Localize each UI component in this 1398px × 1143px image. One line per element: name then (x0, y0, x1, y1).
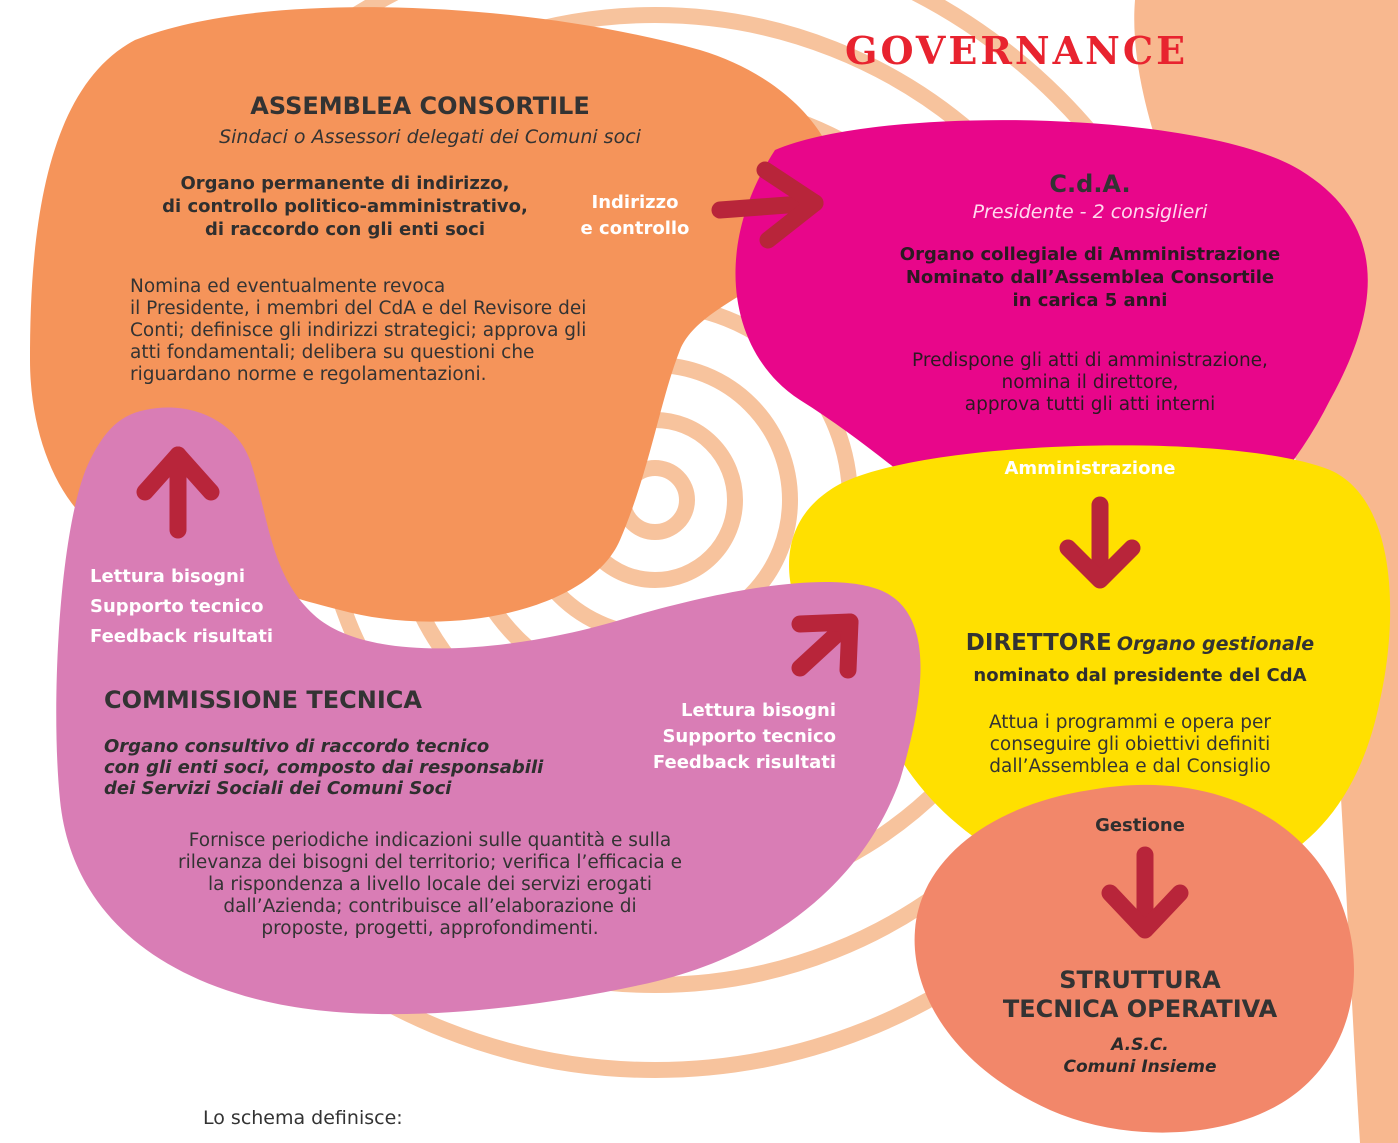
direttore-title: DIRETTORE (965, 630, 1112, 656)
commissione-title: COMMISSIONE TECNICA (104, 686, 422, 714)
diagram-title: GOVERNANCE (845, 28, 1189, 73)
struttura-blob (914, 784, 1354, 1133)
arrow-amministrazione (1059, 496, 1141, 589)
arrow-indirizzo (711, 161, 824, 249)
struttura-subtitle: A.S.C. Comuni Insieme (1063, 1035, 1217, 1077)
assemblea-role: Organo permanente di indirizzo, di contr… (162, 173, 528, 240)
arrow-gestione (1101, 846, 1189, 939)
cda-members: Presidente - 2 consiglieri (972, 201, 1208, 223)
assemblea-title: ASSEMBLEA CONSORTILE (250, 92, 590, 120)
arrow-commissione-to-assemblea (136, 446, 220, 539)
direttore-blob (789, 445, 1391, 895)
commissione-blob (56, 407, 921, 1015)
flow-label-amministrazione: Amministrazione (1004, 458, 1176, 479)
cda-description: Predispone gli atti di amministrazione, … (912, 350, 1268, 415)
struttura-title: STRUTTURA TECNICA OPERATIVA (1002, 966, 1278, 1023)
flow-label-indirizzo: Indirizzo e controllo (580, 192, 690, 239)
commissione-description: Fornisce periodiche indicazioni sulle qu… (177, 830, 683, 939)
flow-label-gestione: Gestione (1095, 815, 1185, 836)
arrows (136, 161, 1189, 939)
flow-label-commissione-right: Lettura bisogni Supporto tecnico Feedbac… (652, 700, 836, 773)
cda-role: Organo collegiale di Amministrazione Nom… (899, 244, 1281, 311)
cda-title: C.d.A. (1049, 170, 1131, 198)
direttore-role-italic: Organo gestionale (1116, 633, 1315, 655)
flow-label-commissione-left: Lettura bisogni Supporto tecnico Feedbac… (90, 566, 274, 647)
arrow-commissione-to-direttore (791, 613, 859, 679)
assemblea-members: Sindaci o Assessori delegati dei Comuni … (219, 126, 641, 148)
direttore-role: nominato dal presidente del CdA (973, 665, 1307, 686)
assemblea-description: Nomina ed eventualmente revoca il Presid… (130, 276, 587, 385)
direttore-description: Attua i programmi e opera per conseguire… (988, 712, 1272, 777)
footer-text: Lo schema definisce: (203, 1107, 403, 1129)
commissione-role: Organo consultivo di raccordo tecnico co… (104, 736, 544, 799)
direttore-heading: DIRETTORE Organo gestionale (920, 630, 1360, 656)
